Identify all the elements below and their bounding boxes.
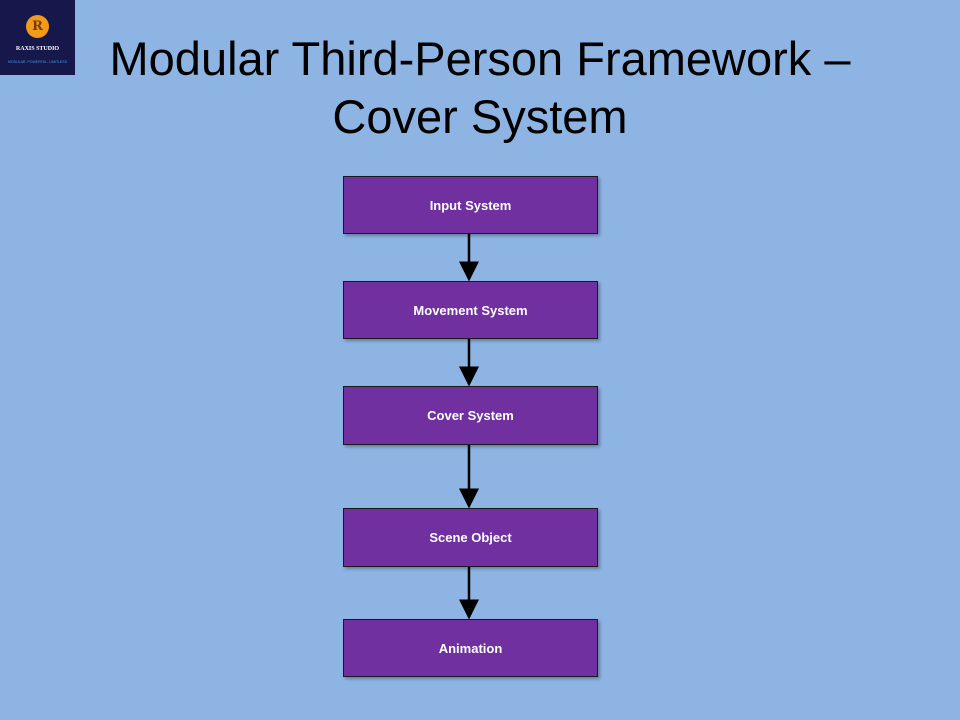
slide-title: Modular Third-Person Framework – Cover S… [109,32,851,143]
logo-mark: R [26,15,49,38]
logo-name: RAXIS STUDIO [15,46,60,52]
logo-tagline: MODULAR. POWERFUL. LIMITLESS [7,60,68,64]
node-scene-object: Scene Object [343,508,598,567]
raxis-studio-logo: R RAXIS STUDIO MODULAR. POWERFUL. LIMITL… [0,0,75,75]
node-movement-system: Movement System [343,281,598,339]
node-animation: Animation [343,619,598,677]
node-cover-system: Cover System [343,386,598,445]
node-input-system: Input System [343,176,598,234]
